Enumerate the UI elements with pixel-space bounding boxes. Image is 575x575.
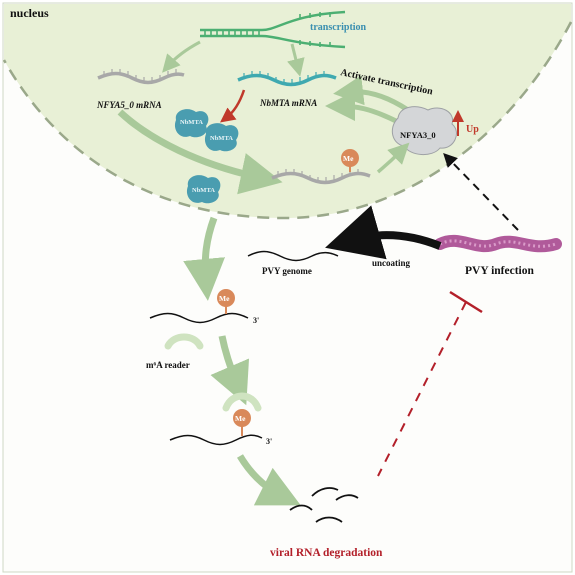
nucleus-membrane bbox=[2, 21, 573, 220]
pvy-infection-label: PVY infection bbox=[465, 265, 534, 277]
transcription-label: transcription bbox=[310, 22, 367, 33]
nfya3-label: NFYA3_0 bbox=[400, 130, 436, 140]
svg-text:NbMTA: NbMTA bbox=[180, 119, 203, 126]
viral-rna-degradation-label: viral RNA degradation bbox=[270, 547, 383, 559]
activate-arrow-bottom bbox=[325, 91, 400, 125]
me-mark-bound: Me bbox=[233, 409, 251, 436]
bound-m6a-reader-icon bbox=[222, 392, 262, 412]
export-flow-arrow bbox=[183, 216, 226, 301]
svg-text:NbMTA: NbMTA bbox=[192, 187, 215, 194]
up-label: Up bbox=[466, 124, 479, 135]
m6a-reader-label: m⁶A reader bbox=[146, 360, 190, 370]
methylation-flow-arrow bbox=[117, 109, 283, 195]
nbmta-protein-2: NbMTA bbox=[204, 123, 239, 152]
uncoating-label: uncoating bbox=[372, 258, 411, 268]
nucleus-label: nucleus bbox=[10, 6, 49, 20]
methylated-viral-rna-strand bbox=[149, 312, 249, 324]
pvy-virus-icon bbox=[434, 234, 562, 253]
svg-text:Me: Me bbox=[235, 414, 246, 423]
nbmta-protein-1: NbMTA bbox=[174, 109, 209, 138]
reader-bound-viral-rna-strand bbox=[169, 434, 263, 446]
svg-text:NbMTA: NbMTA bbox=[210, 135, 233, 142]
m6a-reader-icon bbox=[164, 333, 204, 350]
svg-text:Me: Me bbox=[219, 294, 230, 303]
transcription-arrow-right bbox=[287, 43, 305, 77]
me-mark-viral: Me bbox=[217, 289, 235, 314]
pvy-induction-arrow bbox=[443, 152, 519, 231]
methylated-mrna-bases bbox=[277, 169, 359, 182]
degradation-flow-arrow bbox=[236, 454, 301, 506]
nfya3-flow-arrow bbox=[376, 142, 410, 174]
nucleus-region bbox=[4, 4, 571, 219]
methylated-mrna-strand bbox=[271, 171, 371, 185]
nbmta-mrna-label: NbMTA mRNA bbox=[259, 98, 317, 108]
inhibition-bar bbox=[449, 290, 483, 314]
nbmta-protein-3: NbMTA bbox=[186, 175, 221, 204]
translation-arrow bbox=[220, 89, 246, 123]
pvy-genome-label: PVY genome bbox=[262, 266, 312, 276]
svg-text:Me: Me bbox=[343, 154, 354, 163]
pvy-genome-strand bbox=[247, 250, 339, 262]
nfya5-mrna-strand bbox=[97, 71, 185, 85]
nbmta-mrna-bases bbox=[243, 71, 325, 84]
three-prime-label-1: 3' bbox=[253, 316, 259, 325]
nfya5-mrna-label: NFYA5_0 mRNA bbox=[96, 100, 162, 110]
me-mark-nucleus: Me bbox=[341, 149, 359, 172]
reader-binding-arrow bbox=[210, 335, 250, 406]
nfya5-mrna-bases bbox=[103, 69, 177, 82]
three-prime-label-2: 3' bbox=[266, 437, 272, 446]
nbmta-mrna-strand bbox=[237, 73, 337, 87]
dna-icon bbox=[200, 10, 346, 49]
degraded-rna-fragments bbox=[289, 487, 359, 523]
uncoating-arrow bbox=[325, 205, 442, 260]
transcription-arrow-left bbox=[162, 40, 201, 73]
